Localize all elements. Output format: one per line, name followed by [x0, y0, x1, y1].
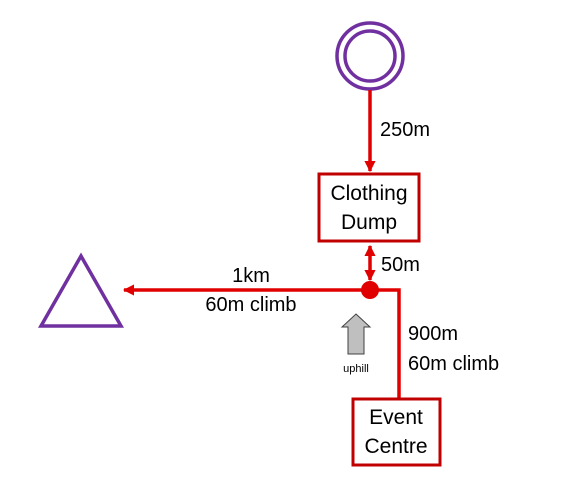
label-junction-to-triangle-climb: 60m climb — [205, 294, 296, 316]
start-double-circle-icon — [335, 21, 405, 91]
route-line-centre-to-junction — [370, 288, 401, 398]
finish-triangle-icon — [37, 252, 125, 328]
clothing-dump-label-line1: Clothing — [330, 182, 407, 205]
event-centre-label-line1: Event — [369, 406, 423, 429]
label-dump-to-junction-distance: 50m — [381, 254, 420, 276]
clothing-dump-node: Clothing Dump — [317, 172, 421, 243]
label-junction-to-triangle-distance: 1km — [232, 265, 270, 287]
uphill-arrow-icon — [340, 313, 372, 355]
label-centre-to-junction-distance: 900m — [408, 323, 458, 345]
label-top-to-dump-distance: 250m — [380, 119, 430, 141]
uphill-label: uphill — [343, 363, 369, 375]
junction-dot — [361, 281, 379, 299]
label-centre-to-junction-climb: 60m climb — [408, 353, 499, 375]
event-centre-label-line2: Centre — [364, 435, 427, 458]
event-centre-node: Event Centre — [351, 397, 442, 467]
clothing-dump-label-line2: Dump — [341, 211, 397, 234]
